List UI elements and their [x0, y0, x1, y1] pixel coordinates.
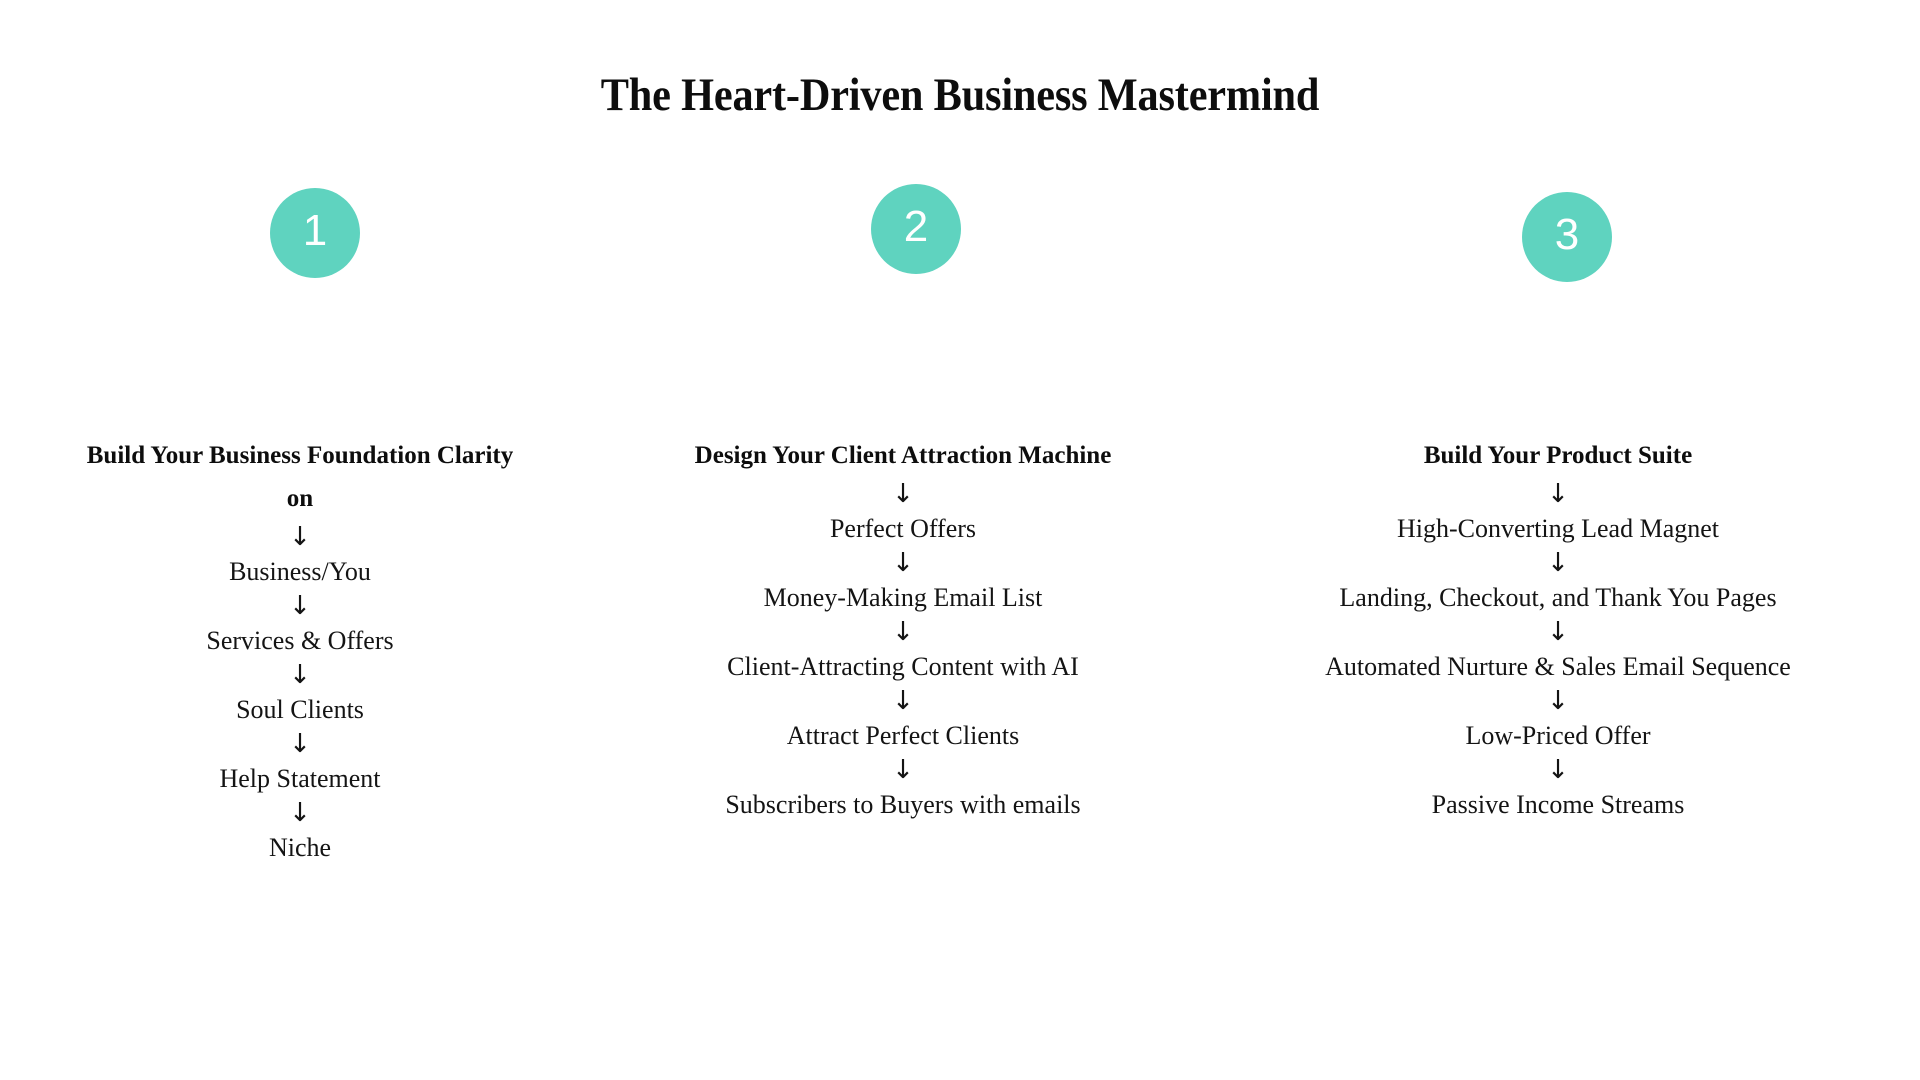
flow-arrow-icon: ↓: [892, 755, 914, 785]
flow-arrow-icon: ↓: [1547, 548, 1569, 578]
flow-arrow-icon: ↓: [1547, 617, 1569, 647]
flow-arrow-icon: ↓: [892, 686, 914, 716]
flow-arrow-icon: ↓: [289, 522, 311, 552]
flow-list-3: Build Your Product Suite ↓ High-Converti…: [1302, 434, 1814, 822]
flow-arrow-icon: ↓: [1547, 686, 1569, 716]
step-badge-number-1: 1: [302, 206, 328, 255]
roadmap-column-3: 3 Build Your Product Suite ↓ High-Conver…: [1302, 0, 1814, 1080]
flow-item: Passive Income Streams: [1431, 790, 1685, 819]
flow-item: High-Converting Lead Magnet: [1396, 514, 1720, 543]
flow-item: Landing, Checkout, and Thank You Pages: [1339, 583, 1777, 612]
flow-item: Money-Making Email List: [763, 583, 1043, 612]
flow-item: Business/You: [229, 557, 371, 586]
flow-arrow-icon: ↓: [289, 729, 311, 759]
flow-arrow-icon: ↓: [892, 479, 914, 509]
flow-arrow-icon: ↓: [289, 660, 311, 690]
step-badge-3: 3: [1522, 192, 1612, 282]
roadmap-column-2: 2 Design Your Client Attraction Machine …: [647, 0, 1159, 1080]
flow-list-2: Design Your Client Attraction Machine ↓ …: [647, 434, 1159, 822]
step-badge-1: 1: [270, 188, 360, 278]
flow-heading-3: Build Your Product Suite: [1423, 442, 1693, 469]
flow-arrow-icon: ↓: [892, 617, 914, 647]
step-badge-number-2: 2: [903, 202, 929, 251]
roadmap-column-1: 1 Build Your Business Foundation Clarity…: [44, 0, 556, 1080]
flow-item: Perfect Offers: [829, 514, 977, 543]
flow-item: Subscribers to Buyers with emails: [725, 790, 1081, 819]
flow-item: Low-Priced Offer: [1465, 721, 1651, 750]
step-badge-2: 2: [871, 184, 961, 274]
flow-item: Attract Perfect Clients: [786, 721, 1020, 750]
flow-list-1: Build Your Business Foundation Clarity o…: [44, 434, 556, 865]
flow-item: Automated Nurture & Sales Email Sequence: [1325, 652, 1791, 681]
flow-heading-1: Build Your Business Foundation Clarity o…: [86, 442, 514, 512]
page-title: The Heart-Driven Business Mastermind: [600, 69, 1320, 122]
flow-arrow-icon: ↓: [289, 798, 311, 828]
flow-item: Help Statement: [219, 764, 381, 793]
flow-item: Niche: [268, 833, 332, 862]
flow-arrow-icon: ↓: [1547, 755, 1569, 785]
flow-arrow-icon: ↓: [1547, 479, 1569, 509]
flow-heading-2: Design Your Client Attraction Machine: [694, 442, 1112, 469]
flow-item: Soul Clients: [236, 695, 364, 724]
flow-arrow-icon: ↓: [892, 548, 914, 578]
step-badge-number-3: 3: [1554, 210, 1580, 259]
flow-item: Client-Attracting Content with AI: [727, 652, 1079, 681]
flow-item: Services & Offers: [206, 626, 394, 655]
flow-arrow-icon: ↓: [289, 591, 311, 621]
